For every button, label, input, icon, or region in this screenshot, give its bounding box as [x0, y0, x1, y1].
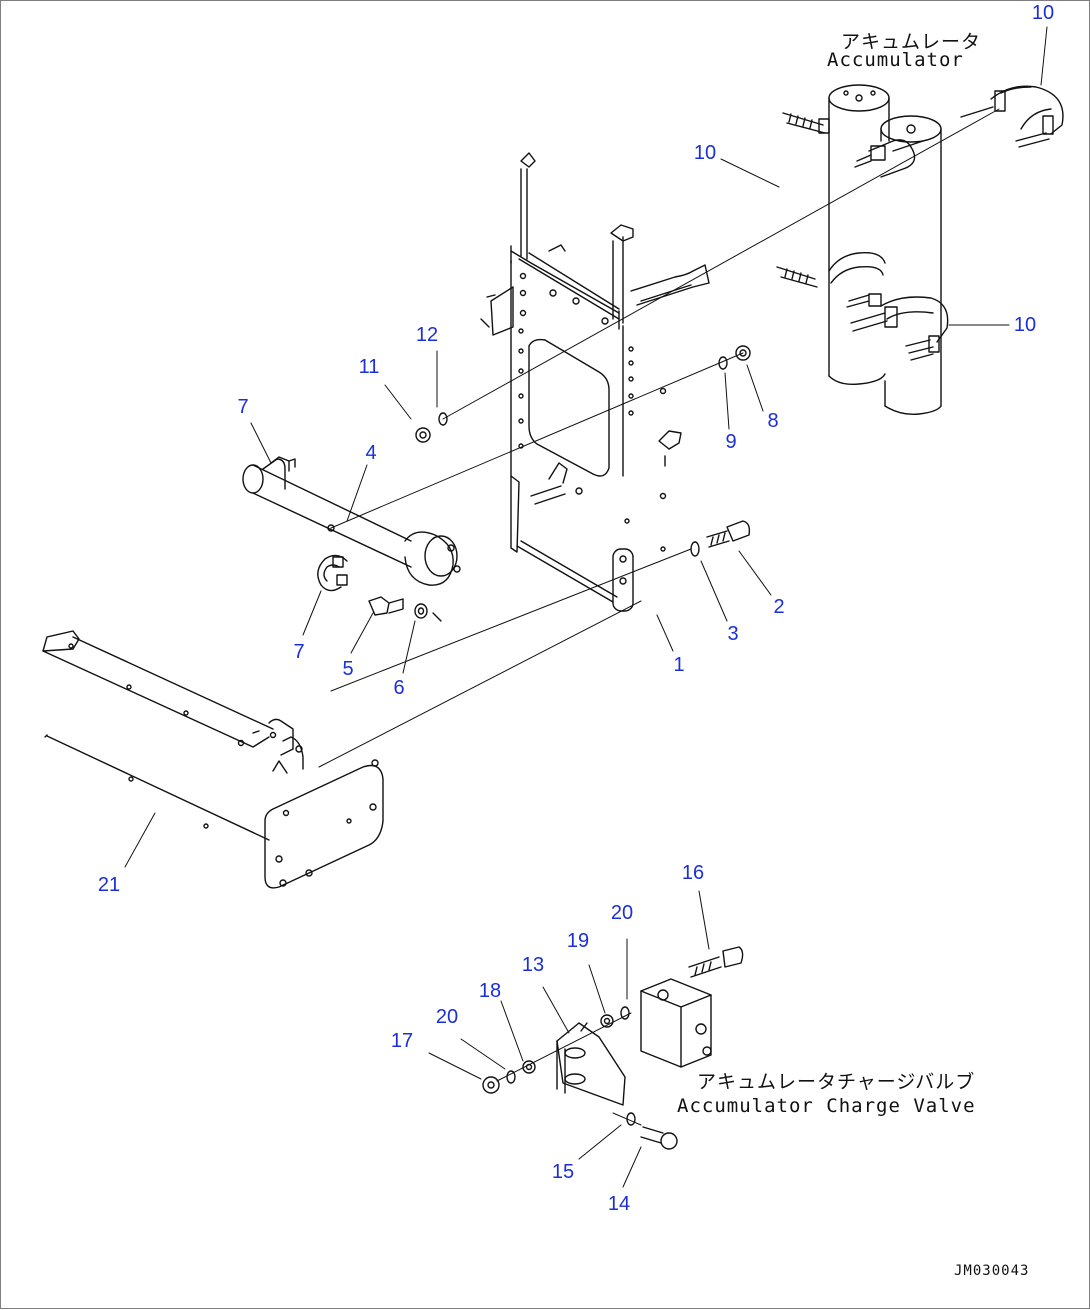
callout-5[interactable]: 5 — [342, 658, 354, 680]
callout-15[interactable]: 15 — [551, 1161, 575, 1183]
callout-17[interactable]: 17 — [390, 1030, 414, 1052]
bolt-2 — [706, 520, 751, 548]
callout-7-upper[interactable]: 7 — [237, 396, 249, 418]
upper-band-clamp — [854, 139, 924, 178]
leader-lines — [124, 26, 1048, 1188]
callout-12[interactable]: 12 — [415, 324, 439, 346]
lower-band-clamp-2 — [850, 296, 949, 361]
callout-1[interactable]: 1 — [673, 654, 685, 676]
callout-7-lower[interactable]: 7 — [293, 641, 305, 663]
washer-12 — [438, 412, 448, 426]
callout-18[interactable]: 18 — [478, 980, 502, 1002]
accumulator-label-en: Accumulator — [827, 49, 964, 71]
charge-valve-block — [640, 978, 712, 1068]
assembly-lines — [318, 108, 1000, 1126]
nut-bolt-5 — [368, 596, 404, 616]
callout-9[interactable]: 9 — [725, 431, 737, 453]
callout-8[interactable]: 8 — [767, 410, 779, 432]
washer-20-right — [620, 1006, 630, 1020]
bolt-14 — [640, 1126, 678, 1150]
callout-16[interactable]: 16 — [681, 862, 705, 884]
washer-6 — [414, 603, 442, 622]
accumulator-label-jp: アキュムレータ — [841, 31, 982, 53]
callout-21[interactable]: 21 — [97, 874, 121, 896]
callout-2[interactable]: 2 — [773, 596, 785, 618]
base-frame — [42, 630, 384, 889]
lower-band-clamp-1 — [828, 252, 886, 308]
nut-11 — [415, 427, 431, 443]
nut-8 — [735, 345, 751, 361]
charge-valve-label-en: Accumulator Charge Valve — [677, 1095, 976, 1117]
support-shaft — [242, 456, 461, 586]
callout-4[interactable]: 4 — [365, 442, 377, 464]
charge-valve-bolt-16 — [688, 946, 744, 978]
nut-17 — [482, 1076, 500, 1094]
callout-10-upper[interactable]: 10 — [693, 142, 717, 164]
nut-19 — [600, 1014, 614, 1028]
drawing-id: JM030043 — [954, 1263, 1030, 1279]
charge-valve-bracket — [556, 1022, 626, 1106]
callout-3[interactable]: 3 — [727, 623, 739, 645]
callout-19[interactable]: 19 — [566, 930, 590, 952]
upper-u-bolt-clamp — [960, 85, 1064, 148]
callout-11[interactable]: 11 — [358, 356, 380, 378]
callout-6[interactable]: 6 — [393, 677, 405, 699]
callout-13[interactable]: 13 — [521, 954, 545, 976]
callout-20-right[interactable]: 20 — [610, 902, 634, 924]
callout-10-right[interactable]: 10 — [1013, 314, 1037, 336]
washer-20-left — [506, 1070, 516, 1084]
accumulator-bolt-top — [782, 112, 830, 134]
accumulator-body — [828, 84, 942, 416]
callout-14[interactable]: 14 — [607, 1193, 631, 1215]
washer-3 — [690, 541, 700, 557]
u-bolt — [317, 554, 348, 592]
charge-valve-label-jp: アキュムレータチャージバルブ — [697, 1071, 976, 1093]
accumulator-bolt-lower — [776, 266, 818, 288]
callout-10-top-right[interactable]: 10 — [1031, 2, 1055, 24]
callout-20-left[interactable]: 20 — [435, 1006, 459, 1028]
